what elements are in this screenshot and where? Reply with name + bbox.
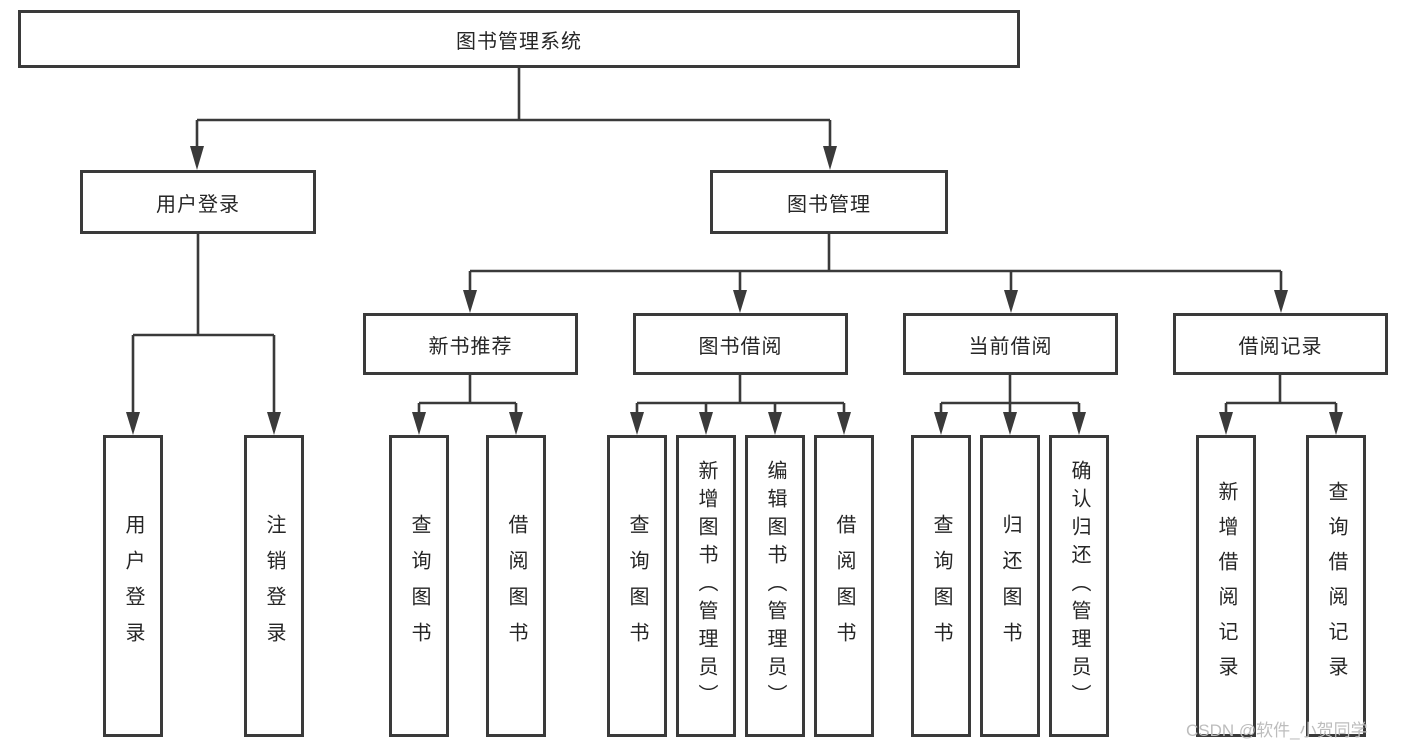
leaf-query-books-borrowing: 查询图书 xyxy=(607,435,667,737)
node-borrowing-records-label: 借阅记录 xyxy=(1238,335,1323,358)
leaf-borrow-books-recommend: 借阅图书 xyxy=(486,435,546,737)
node-current-borrowing: 当前借阅 xyxy=(903,313,1118,375)
leaf-borrow-books-borrowing: 借阅图书 xyxy=(814,435,874,737)
leaf-query-books-current: 查询图书 xyxy=(911,435,971,737)
leaf-add-books-admin: 新增图书（管理员） xyxy=(676,435,736,737)
node-current-borrowing-label: 当前借阅 xyxy=(968,335,1053,358)
arrowheads xyxy=(126,146,1343,435)
node-book-management-label: 图书管理 xyxy=(787,193,871,216)
leaf-edit-books-admin: 编辑图书（管理员） xyxy=(745,435,805,737)
leaf-confirm-return-admin: 确认归还（管理员） xyxy=(1049,435,1109,737)
leaf-return-books: 归还图书 xyxy=(980,435,1040,737)
csdn-watermark: CSDN @软件_小贺同学 xyxy=(1186,721,1368,740)
leaf-user-login: 用户登录 xyxy=(103,435,163,737)
node-new-book-recommend-label: 新书推荐 xyxy=(428,335,513,358)
node-root-system: 图书管理系统 xyxy=(18,10,1020,68)
node-book-borrowing: 图书借阅 xyxy=(633,313,848,375)
leaf-add-borrow-record: 新增借阅记录 xyxy=(1196,435,1256,737)
leaf-query-borrow-record: 查询借阅记录 xyxy=(1306,435,1366,737)
leaf-query-books-recommend: 查询图书 xyxy=(389,435,449,737)
node-borrowing-records: 借阅记录 xyxy=(1173,313,1388,375)
node-root-label: 图书管理系统 xyxy=(456,30,582,53)
node-user-login: 用户登录 xyxy=(80,170,316,234)
node-user-login-label: 用户登录 xyxy=(156,193,240,216)
leaf-logout: 注销登录 xyxy=(244,435,304,737)
node-new-book-recommend: 新书推荐 xyxy=(363,313,578,375)
node-book-management: 图书管理 xyxy=(710,170,948,234)
node-book-borrowing-label: 图书借阅 xyxy=(698,335,783,358)
